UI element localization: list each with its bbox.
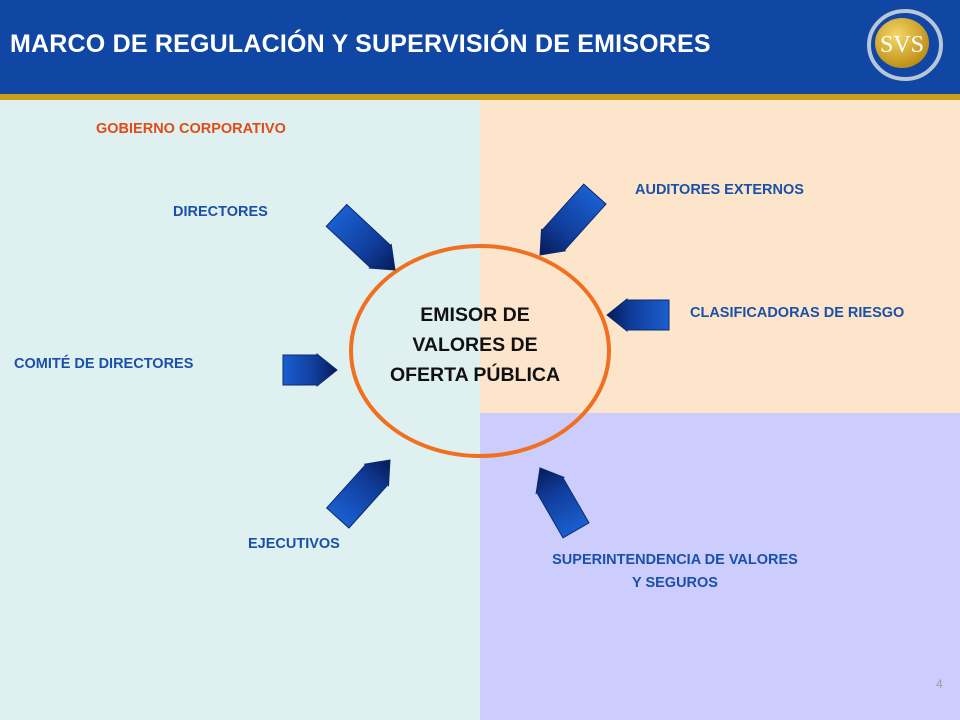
label-comite-directores: COMITÉ DE DIRECTORES <box>14 356 194 372</box>
center-label: EMISOR DE VALORES DE OFERTA PÚBLICA <box>389 304 561 386</box>
bottom-right-quadrant <box>480 413 960 720</box>
label-auditores-externos: AUDITORES EXTERNOS <box>635 182 804 198</box>
arrows-group <box>282 183 670 539</box>
left-quadrant <box>0 100 480 720</box>
arrow-comite <box>282 352 338 388</box>
top-right-quadrant <box>480 100 960 413</box>
label-directores: DIRECTORES <box>173 204 268 220</box>
header-bar <box>0 0 960 94</box>
arrow-ejecutivos <box>325 459 391 529</box>
arrow-clasificadoras <box>606 297 670 333</box>
label-ejecutivos: EJECUTIVOS <box>248 536 340 552</box>
header-accent-line <box>0 94 960 100</box>
arrow-superintendencia <box>535 467 590 539</box>
center-ring <box>349 244 611 458</box>
page-title: MARCO DE REGULACIÓN Y SUPERVISIÓN DE EMI… <box>10 30 711 58</box>
page-number: 4 <box>936 677 943 691</box>
label-superintendencia: SUPERINTENDENCIA DE VALORES Y SEGUROS <box>552 552 798 591</box>
label-gobierno-corporativo: GOBIERNO CORPORATIVO <box>96 121 286 137</box>
svg-text:SVS: SVS <box>880 32 924 58</box>
arrow-directores <box>325 203 396 271</box>
label-clasificadoras-riesgo: CLASIFICADORAS DE RIESGO <box>690 305 905 321</box>
arrow-auditores <box>539 183 607 256</box>
svs-logo: SVS <box>867 9 943 81</box>
